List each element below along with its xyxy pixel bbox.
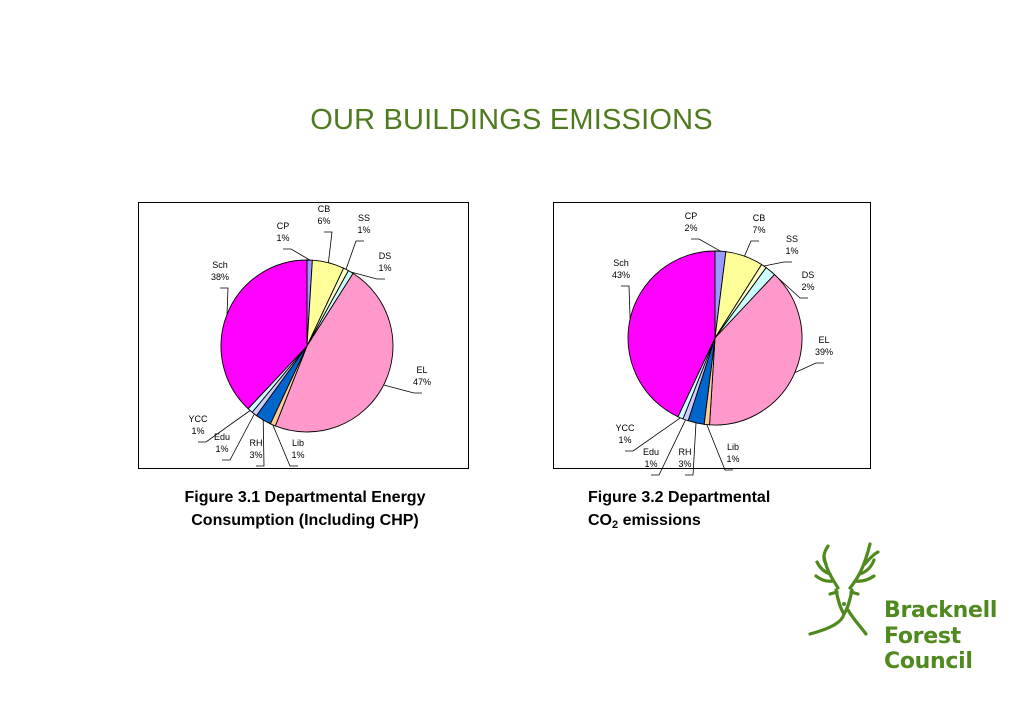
slice-label-ycc: YCC bbox=[188, 414, 208, 424]
slice-pct-cp: 1% bbox=[276, 233, 289, 243]
leader-line-ds bbox=[770, 270, 808, 299]
slice-pct-ycc: 1% bbox=[191, 426, 204, 436]
figure-3-2-caption-line2: CO2 emissions bbox=[588, 509, 848, 532]
co2-subscript: 2 bbox=[612, 519, 619, 531]
slice-label-edu: Edu bbox=[214, 432, 230, 442]
slice-label-cp: CP bbox=[685, 211, 698, 221]
slice-label-cp: CP bbox=[277, 221, 290, 231]
leader-line-cb bbox=[324, 231, 333, 263]
pie-labels: CP 2% CB 7% SS 1% DS 2% EL 39% Lib 1% RH 3% Edu 1% YCC 1%… bbox=[612, 211, 833, 476]
energy-pie-svg: CP 1% CB 6% SS 1% DS 1% EL 47% Lib 1% RH 3% Edu 1% YCC 1%… bbox=[188, 204, 431, 467]
slice-label-lib: Lib bbox=[727, 442, 739, 452]
slice-label-ss: SS bbox=[358, 213, 370, 223]
slice-label-el: EL bbox=[818, 335, 829, 345]
logo-line-forest: Forest bbox=[884, 624, 961, 649]
leader-line-edu bbox=[222, 413, 255, 461]
slice-pct-cb: 7% bbox=[752, 225, 765, 235]
co2-pie-svg: CP 2% CB 7% SS 1% DS 2% EL 39% Lib 1% RH 3% Edu 1% YCC 1%… bbox=[612, 211, 833, 476]
bracknell-forest-council-logo: Bracknell Forest Council bbox=[804, 534, 1004, 684]
leader-line-edu bbox=[651, 419, 686, 476]
slice-pct-lib: 1% bbox=[726, 454, 739, 464]
pie-slices bbox=[627, 250, 803, 426]
slice-label-edu: Edu bbox=[643, 447, 659, 457]
page-title: OUR BUILDINGS EMISSIONS bbox=[310, 104, 713, 136]
leader-line-cb bbox=[744, 240, 759, 257]
figure-3-2-caption-line1: Figure 3.2 Departmental bbox=[588, 489, 771, 506]
slice-label-sch: Sch bbox=[212, 260, 228, 270]
slice-label-cb: CB bbox=[753, 213, 766, 223]
pie-slice-sch bbox=[220, 259, 308, 410]
figure-3-2-caption: Figure 3.2 Departmental CO2 emissions bbox=[588, 486, 848, 532]
logo-line-council: Council bbox=[884, 649, 973, 674]
leader-line-ycc bbox=[625, 417, 681, 452]
leader-line-rh bbox=[256, 419, 265, 467]
slice-label-cb: CB bbox=[318, 204, 331, 214]
co2-text: CO bbox=[588, 512, 612, 529]
leader-line-ss bbox=[763, 261, 792, 267]
slice-pct-lib: 1% bbox=[291, 450, 304, 460]
slice-label-ds: DS bbox=[802, 270, 815, 280]
slice-pct-cb: 6% bbox=[317, 216, 330, 226]
slice-label-sch: Sch bbox=[613, 258, 629, 268]
energy-consumption-pie-chart: CP 1% CB 6% SS 1% DS 1% EL 47% Lib 1% RH 3% Edu 1% YCC 1%… bbox=[138, 202, 469, 469]
slice-pct-sch: 43% bbox=[612, 270, 630, 280]
slice-label-rh: RH bbox=[679, 447, 692, 457]
slice-pct-ss: 1% bbox=[357, 225, 370, 235]
leader-line-sch bbox=[220, 287, 229, 315]
leader-line-el bbox=[383, 384, 422, 394]
leader-line-cp bbox=[691, 238, 721, 252]
slice-label-ds: DS bbox=[379, 251, 392, 261]
slice-pct-rh: 3% bbox=[678, 459, 691, 469]
slice-pct-rh: 3% bbox=[249, 450, 262, 460]
stag-icon bbox=[808, 542, 880, 636]
leader-line-lib bbox=[706, 424, 733, 471]
slice-label-rh: RH bbox=[250, 438, 263, 448]
slice-pct-el: 39% bbox=[815, 347, 833, 357]
slice-pct-edu: 1% bbox=[644, 459, 657, 469]
leader-line-rh bbox=[685, 422, 697, 476]
slice-label-lib: Lib bbox=[292, 438, 304, 448]
leader-line-ycc bbox=[198, 410, 251, 443]
slice-label-ss: SS bbox=[786, 234, 798, 244]
co2-emissions-pie-chart: CP 2% CB 7% SS 1% DS 2% EL 39% Lib 1% RH 3% Edu 1% YCC 1%… bbox=[553, 202, 871, 476]
slice-label-el: EL bbox=[416, 365, 427, 375]
emissions-text: emissions bbox=[618, 512, 701, 529]
leader-line-sch bbox=[621, 285, 631, 320]
slice-label-ycc: YCC bbox=[615, 423, 635, 433]
pie-slice-el bbox=[274, 272, 394, 433]
slice-pct-cp: 2% bbox=[684, 223, 697, 233]
pie-slice-sch bbox=[627, 250, 716, 418]
pie-labels: CP 1% CB 6% SS 1% DS 1% EL 47% Lib 1% RH 3% Edu 1% YCC 1%… bbox=[188, 204, 431, 467]
leader-line-ds bbox=[350, 271, 385, 280]
slice-pct-ds: 1% bbox=[378, 263, 391, 273]
slice-pct-ds: 2% bbox=[801, 282, 814, 292]
slice-pct-edu: 1% bbox=[215, 444, 228, 454]
slice-pct-ss: 1% bbox=[785, 246, 798, 256]
figure-3-1-caption: Figure 3.1 Departmental Energy Consumpti… bbox=[140, 486, 470, 532]
pie-slices bbox=[220, 259, 394, 433]
leader-line-cp bbox=[283, 248, 310, 261]
logo-line-bracknell: Bracknell bbox=[884, 598, 998, 623]
slice-pct-ycc: 1% bbox=[618, 435, 631, 445]
slice-pct-sch: 38% bbox=[211, 272, 229, 282]
leader-line-lib bbox=[272, 424, 298, 467]
figure-3-1-caption-line2: Consumption (Including CHP) bbox=[191, 512, 419, 529]
leader-line-el bbox=[794, 362, 824, 373]
leader-line-ss bbox=[345, 240, 364, 270]
figure-3-1-caption-line1: Figure 3.1 Departmental Energy bbox=[184, 489, 426, 506]
slice-pct-el: 47% bbox=[413, 377, 431, 387]
